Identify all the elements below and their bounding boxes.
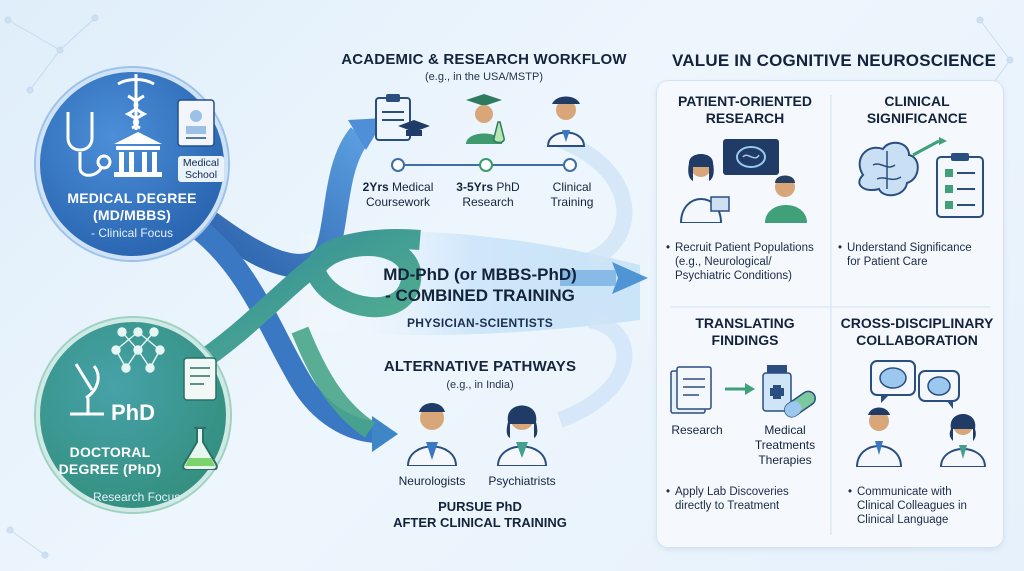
caduceus-icon	[117, 74, 155, 130]
doctor-icon	[679, 154, 730, 223]
id-document-icon	[177, 99, 215, 147]
collaboration-illustration	[855, 360, 987, 467]
workflow-note: (e.g., in the USA/MSTP)	[425, 71, 543, 83]
alternative-title: ALTERNATIVE PATHWAYS	[383, 358, 577, 375]
alternative-people-icons	[406, 403, 548, 466]
patient-research-illustration	[679, 139, 807, 223]
medical-icons	[66, 74, 215, 177]
colleague-woman-icon	[939, 414, 987, 467]
microscope-icon	[70, 363, 104, 416]
neurologists-label: Neurologists	[398, 474, 466, 488]
phd-icons	[70, 327, 217, 416]
combined-title-line2: - COMBINED TRAINING	[385, 286, 575, 305]
combined-title-line1: MD-PhD (or MBBS-PhD)	[383, 265, 577, 284]
colleague-man-icon	[855, 407, 903, 467]
neurologist-icon	[406, 403, 458, 466]
patient-icon	[765, 175, 807, 223]
workflow-title: ACADEMIC & RESEARCH WORKFLOW	[341, 51, 627, 68]
medicine-bottle-icon	[762, 365, 792, 412]
stethoscope-icon	[66, 112, 112, 177]
link-line	[912, 139, 940, 157]
psychiatrists-label: Psychiatrists	[488, 474, 556, 488]
phd-title-line2: DEGREE (PhD)	[58, 461, 162, 477]
arrow-phd-loop	[189, 229, 422, 374]
coursework-clipboard-icon	[375, 94, 430, 141]
card-patient-oriented-bullet: Recruit Patient Populations(e.g., Neurol…	[666, 241, 829, 283]
brain-scan-monitor-icon	[723, 139, 779, 175]
value-panel-title: VALUE IN COGNITIVE NEUROSCIENCE	[672, 51, 997, 70]
translating-illustration	[670, 365, 816, 418]
panel-dividers	[671, 95, 991, 535]
alternative-note: (e.g., in India)	[446, 379, 514, 391]
combined-subtitle: PHYSICIAN-SCIENTISTS	[406, 316, 553, 330]
arrow-medical-to-alternative	[192, 221, 377, 443]
flask-icon	[182, 427, 218, 470]
clinical-significance-illustration	[858, 137, 984, 218]
capsule-icon	[784, 390, 816, 418]
medical-school-badge: Medical School	[178, 156, 224, 182]
research-label: Research	[671, 423, 723, 437]
phd-title-line1: DOCTORAL	[69, 444, 151, 460]
medical-degree-circle: Medical School MEDICAL DEGREE (MD/MBBS) …	[36, 68, 228, 260]
medical-subtitle: - Clinical Focus	[90, 226, 174, 240]
research-documents-icon	[670, 366, 712, 414]
phd-degree-circle: PhD DOCTORAL DEGREE (PhD) - Research Foc…	[36, 318, 230, 512]
medical-title-line2: (MD/MBBS)	[92, 207, 171, 223]
brain-icon	[858, 141, 919, 197]
hospital-building-icon	[114, 132, 162, 177]
combined-training-box: MD-PhD (or MBBS-PhD) - COMBINED TRAINING…	[370, 264, 590, 330]
clinician-icon	[546, 96, 586, 147]
medical-title-line1: MEDICAL DEGREE	[67, 190, 197, 206]
pursue-phd-text: PURSUE PhD AFTER CLINICAL TRAINING	[393, 499, 567, 530]
neural-network-icon	[111, 327, 165, 373]
checklist-icon	[936, 153, 984, 218]
psychiatrist-icon	[496, 405, 548, 466]
research-paper-icon	[183, 357, 217, 401]
arrow-to-value-panel	[612, 262, 648, 294]
phd-subtitle: - Research Focus	[85, 490, 181, 504]
workflow-icons	[375, 94, 586, 147]
speech-bubble-brain-icon	[870, 360, 960, 409]
graduate-researcher-icon	[466, 94, 505, 144]
phd-badge: PhD	[111, 400, 155, 425]
